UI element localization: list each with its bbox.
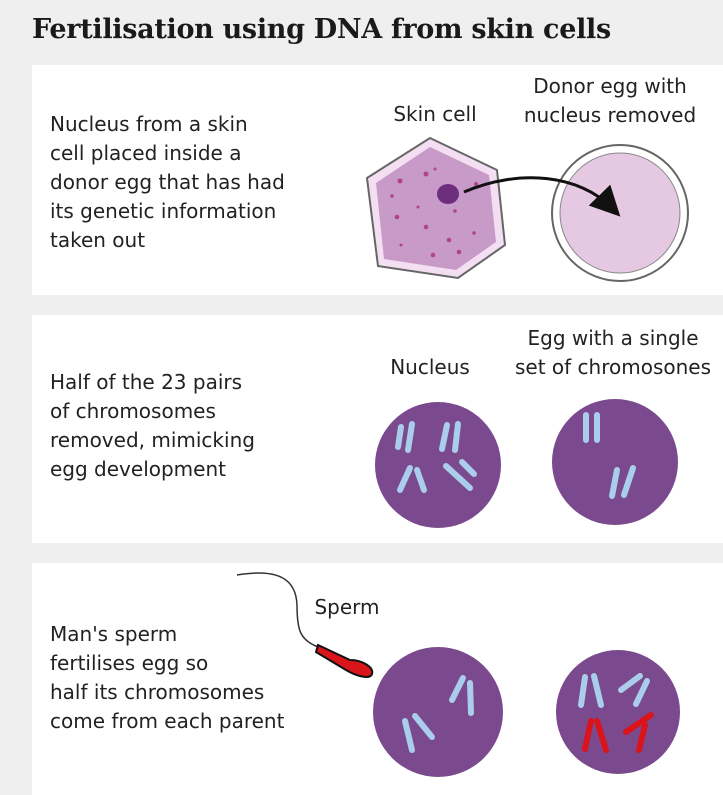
label-line: Nucleus	[390, 355, 470, 379]
single-set-egg-label: Egg with a single set of chromosones	[515, 324, 711, 382]
desc-line: egg development	[50, 457, 226, 481]
desc-line: Man's sperm	[50, 622, 178, 646]
donor-egg-label: Donor egg with nucleus removed	[524, 72, 696, 130]
nucleus-label: Nucleus	[390, 353, 470, 382]
label-line: nucleus removed	[523, 103, 697, 127]
step-1-description: Nucleus from a skin cell placed inside a…	[50, 110, 285, 255]
transfer-arrow-icon	[463, 176, 621, 217]
desc-line: come from each parent	[50, 709, 285, 733]
desc-line: taken out	[50, 228, 146, 252]
sperm-label: Sperm	[314, 593, 379, 622]
desc-line: fertilises egg so	[50, 651, 209, 675]
single-set-egg-illustration	[552, 399, 678, 525]
label-line: Sperm	[314, 595, 380, 619]
step-2-description: Half of the 23 pairs of chromosomes remo…	[50, 368, 255, 484]
fertilised-egg-combined-illustration	[556, 650, 680, 774]
skin-cell-illustration	[365, 136, 507, 280]
step-3-description: Man's sperm fertilises egg so half its c…	[50, 620, 284, 736]
donor-egg-illustration	[551, 144, 689, 282]
desc-line: cell placed inside a	[50, 141, 242, 165]
desc-line: of chromosomes	[50, 399, 216, 423]
nucleus-dot	[437, 184, 459, 204]
sperm-icon	[236, 572, 374, 678]
skin-cell-label: Skin cell	[393, 100, 476, 129]
label-line: set of chromosones	[514, 355, 712, 379]
label-line: Egg with a single	[527, 326, 699, 350]
desc-line: Half of the 23 pairs	[50, 370, 243, 394]
desc-line: donor egg that has had	[50, 170, 285, 194]
desc-line: half its chromosomes	[50, 680, 265, 704]
desc-line: Nucleus from a skin	[50, 112, 248, 136]
desc-line: its genetic information	[50, 199, 277, 223]
desc-line: removed, mimicking	[50, 428, 255, 452]
page-title: Fertilisation using DNA from skin cells	[32, 14, 611, 45]
label-line: Skin cell	[393, 102, 477, 126]
label-line: Donor egg with	[533, 74, 687, 98]
fertilised-egg-illustration	[373, 647, 503, 777]
nucleus-illustration	[375, 402, 501, 528]
